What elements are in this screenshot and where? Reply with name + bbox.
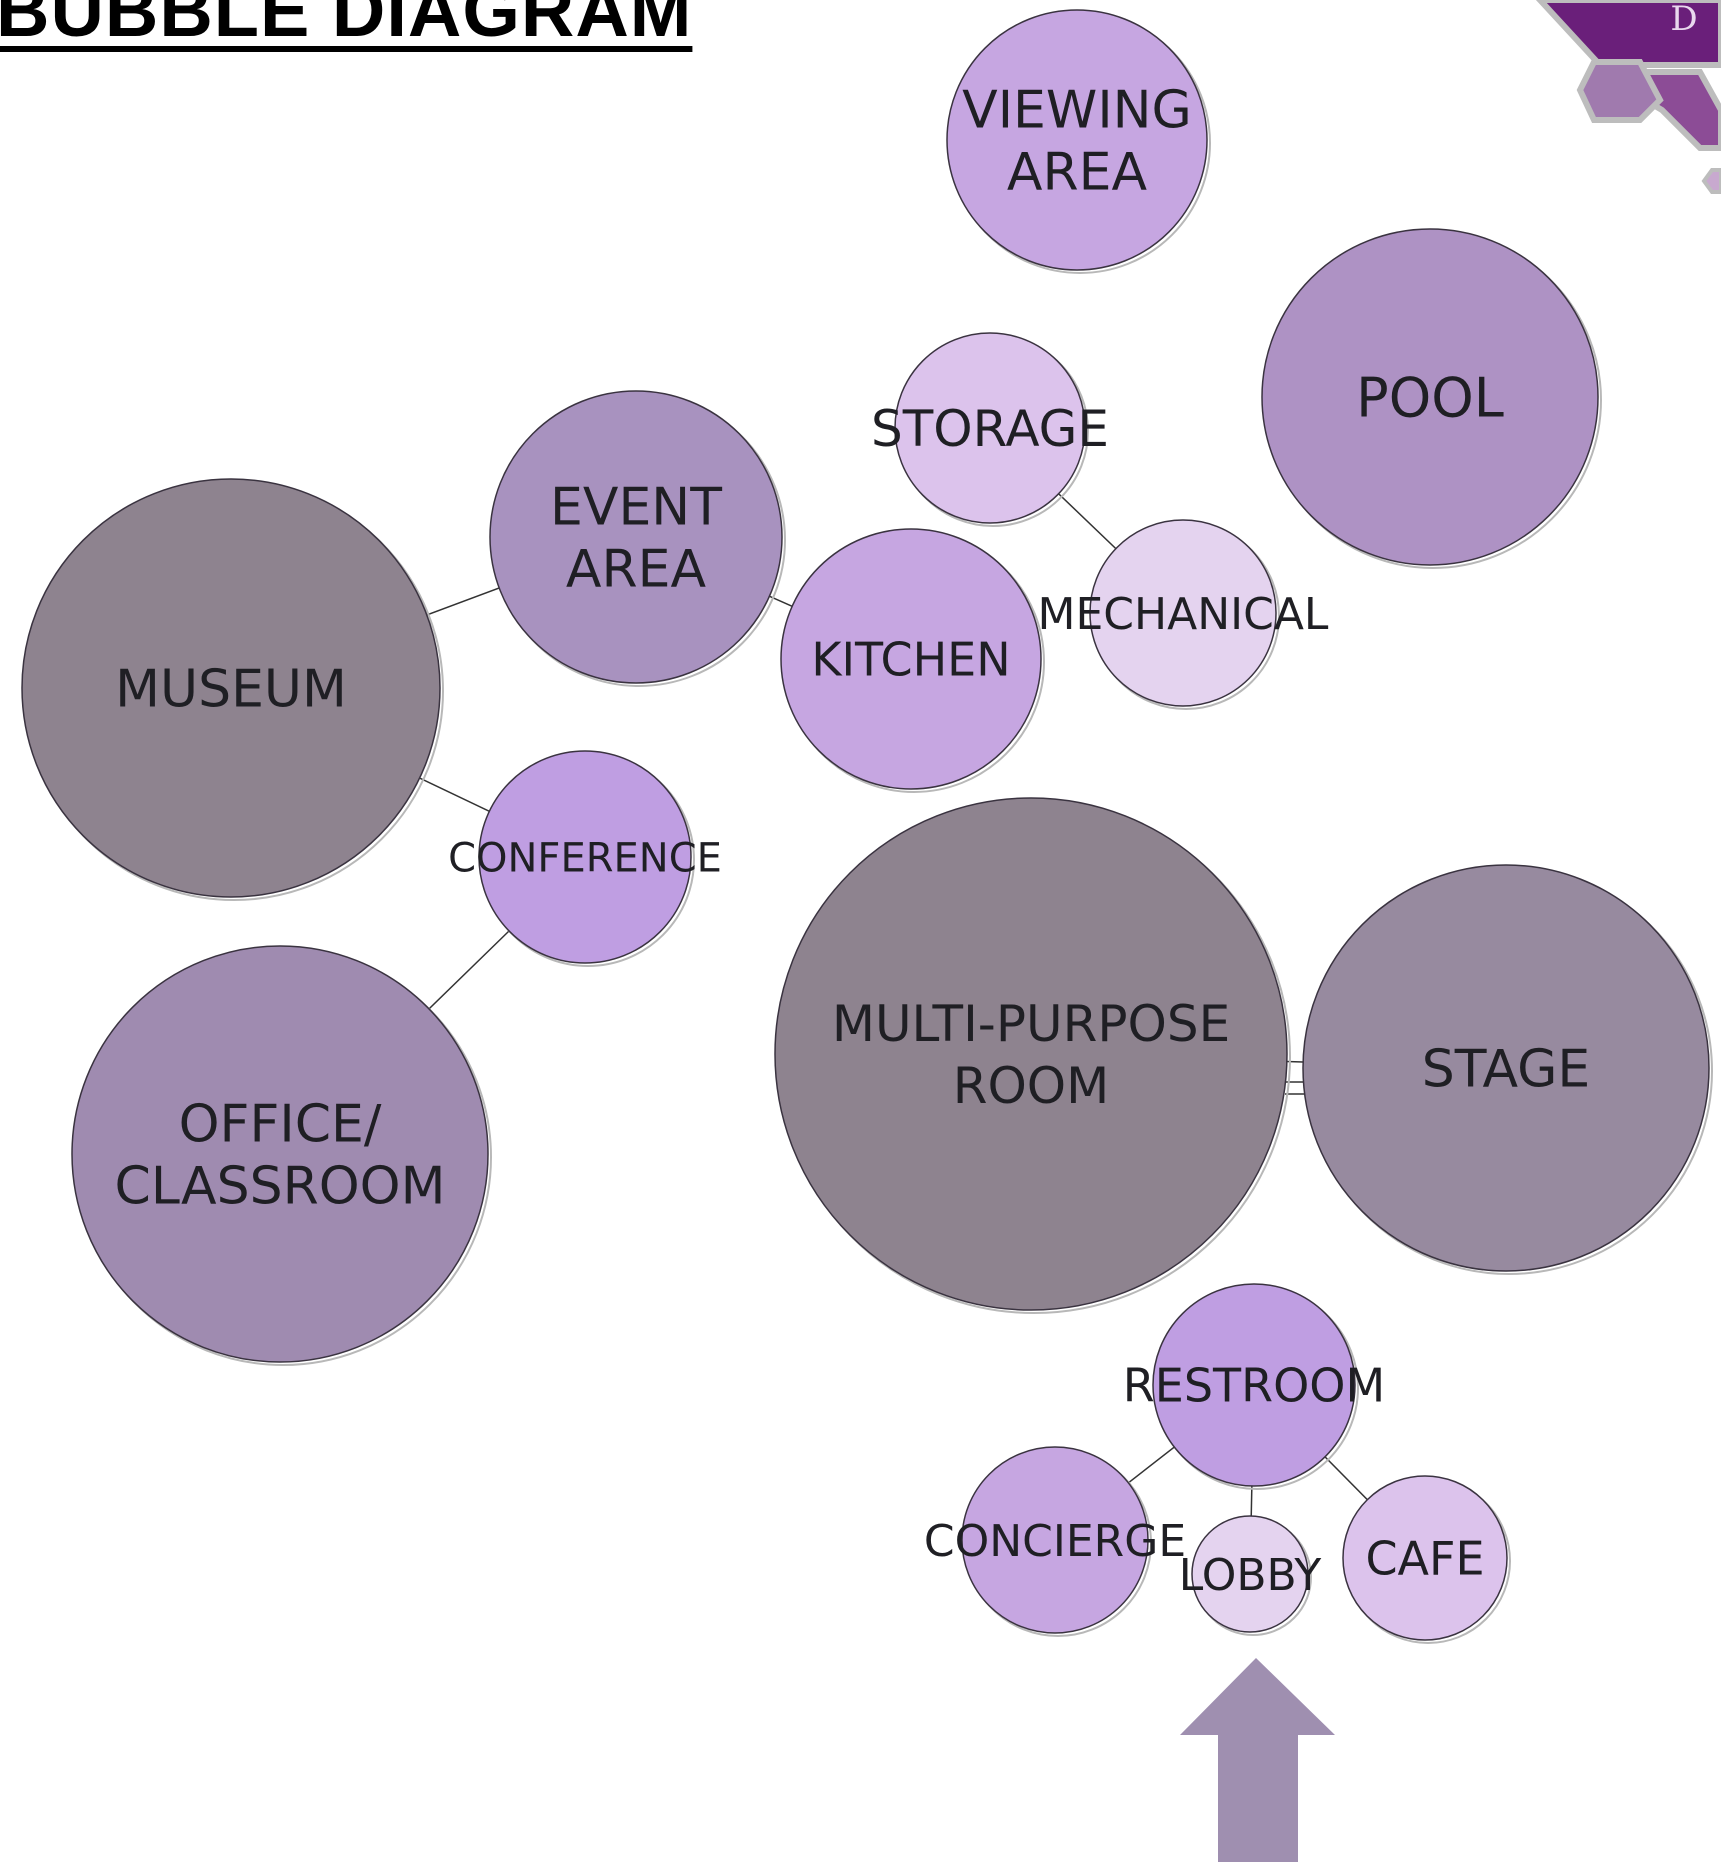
logo-hexagon-small [1587,69,1721,151]
bubble-office-classroom: OFFICE/CLASSROOM [71,945,492,1366]
entry-arrow-shape [1180,1658,1335,1862]
bubble-concierge: CONCIERGE [924,1446,1186,1637]
bubble-label-concierge-line-1: CONCIERGE [924,1516,1186,1567]
bubble-conference: CONFERENCE [448,750,722,967]
bubble-circle [1152,1283,1356,1487]
bubble-circle [1342,1475,1508,1641]
bubble-circle [780,528,1042,790]
bubble-label-stage-line-1: STAGE [1422,1040,1591,1100]
bubble-label-viewing-area-line-2: AREA [1007,143,1148,203]
bubble-label-office-classroom-line-2: CLASSROOM [115,1157,446,1217]
bubble-restroom: RESTROOM [1123,1283,1385,1490]
logo-letter: D [1670,0,1697,39]
bubble-mechanical: MECHANICAL [1038,519,1329,710]
logo-hexagon-tiny [1701,168,1721,194]
bubble-museum: MUSEUM [21,478,444,901]
logo-emblem: D [1535,0,1721,194]
bubble-storage: STORAGE [871,332,1109,527]
bubble-circle [961,1446,1149,1634]
bubble-label-cafe-line-1: CAFE [1365,1532,1484,1586]
bubble-label-mechanical-line-1: MECHANICAL [1038,589,1329,640]
logo-hexagon-large [1535,0,1721,68]
bubble-label-lobby-line-1: LOBBY [1179,1550,1322,1601]
bubble-circle [946,9,1208,271]
logo-hexagon-left [1576,59,1664,123]
bubble-label-storage-line-1: STORAGE [871,400,1109,458]
bubble-circle [489,390,783,684]
bubble-circle [71,945,489,1363]
bubble-circle [478,750,692,964]
bubble-cafe: CAFE [1342,1475,1511,1644]
bubble-label-office-classroom-line-1: OFFICE/ [179,1095,382,1155]
bubble-label-conference-line-1: CONFERENCE [448,835,722,881]
bubble-label-museum-line-1: MUSEUM [115,660,347,720]
bubble-circle [1261,228,1599,566]
bubble-lobby: LOBBY [1179,1515,1322,1636]
bubble-label-pool-line-1: POOL [1356,366,1504,429]
bubble-label-event-area-line-1: EVENT [550,478,722,538]
bubble-circle [1302,864,1710,1272]
bubble-label-kitchen-line-1: KITCHEN [811,633,1010,687]
bubble-circle [774,797,1288,1311]
bubble-label-event-area-line-2: AREA [566,540,707,600]
bubbles-layer: VIEWINGAREAPOOLSTORAGEMECHANICALEVENTARE… [21,9,1713,1644]
bubble-label-viewing-area-line-1: VIEWING [962,81,1192,141]
bubble-stage: STAGE [1302,864,1713,1275]
bubble-circle [1089,519,1277,707]
page-title: BUBBLE DIAGRAM [0,0,693,52]
bubble-circle [894,332,1086,524]
bubble-circle [21,478,441,898]
bubble-label-multi-purpose-room-line-2: ROOM [953,1057,1110,1115]
bubble-pool: POOL [1261,228,1602,569]
entry-arrow [1180,1658,1335,1862]
bubble-label-multi-purpose-room-line-1: MULTI-PURPOSE [832,995,1230,1053]
bubble-circle [1191,1515,1309,1633]
bubble-kitchen: KITCHEN [780,528,1045,793]
bubble-label-restroom-line-1: RESTROOM [1123,1359,1385,1413]
